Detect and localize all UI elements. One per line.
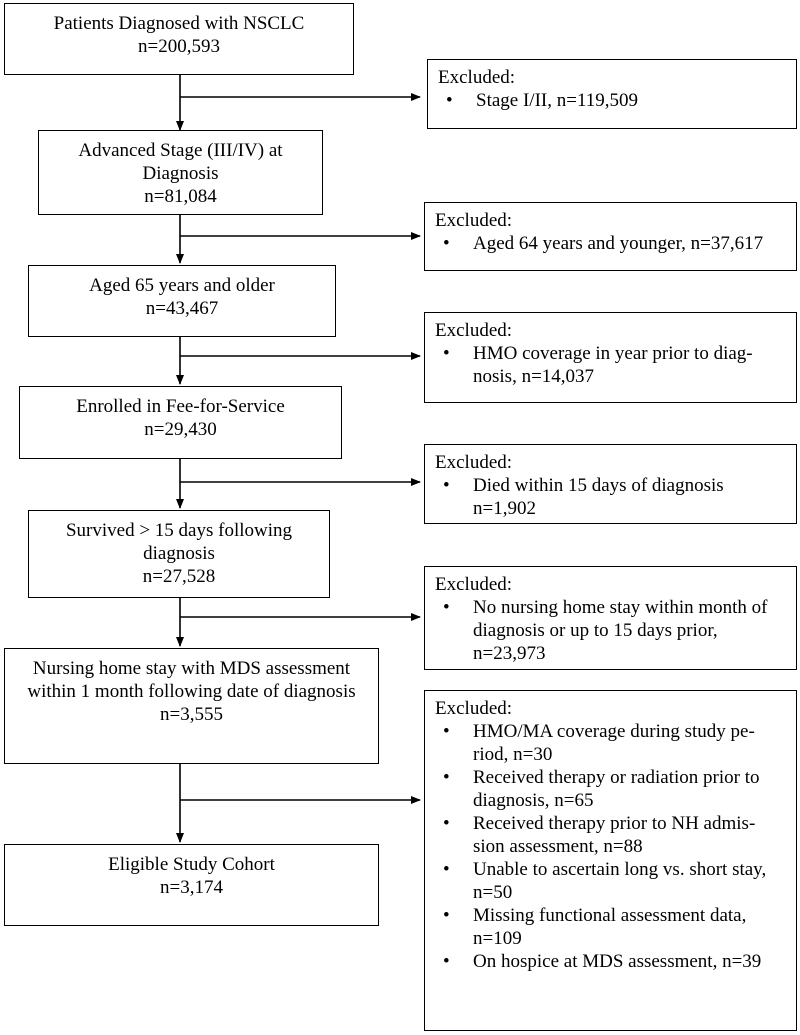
exclusion-item-text: Received therapy prior to NH admis- [473, 813, 756, 834]
main-box-patients-diagnosed: Patients Diagnosed with NSCLC n=200,593 [4, 3, 354, 75]
main-box-count: n=200,593 [138, 36, 220, 57]
exclusion-item-text: Received therapy or radiation prior to [473, 767, 760, 788]
exclusion-box-age: Excluded: Aged 64 years and younger, n=3… [424, 202, 797, 271]
exclusion-item-text: Stage I/II, n=119,509 [476, 90, 638, 111]
exclusion-heading: Excluded: [438, 67, 516, 88]
main-box-text: diagnosis [143, 543, 215, 564]
exclusion-item: Received therapy prior to NH admis- sion… [435, 812, 790, 858]
exclusion-box-stage: Excluded: Stage I/II, n=119,509 [427, 59, 797, 129]
exclusion-item: HMO coverage in year prior to diag- nosi… [435, 342, 790, 388]
exclusion-item-text: nosis, n=14,037 [473, 366, 595, 387]
main-box-count: n=81,084 [144, 186, 217, 207]
exclusion-item-text: n=1,902 [473, 498, 536, 519]
main-box-advanced-stage: Advanced Stage (III/IV) at Diagnosis n=8… [38, 130, 323, 215]
main-box-fee-for-service: Enrolled in Fee-for-Service n=29,430 [19, 386, 342, 459]
main-box-text: Nursing home stay with MDS assessment [32, 658, 351, 679]
exclusion-item-text: riod, n=30 [473, 744, 553, 765]
exclusion-heading: Excluded: [435, 698, 513, 719]
main-box-eligible-cohort: Eligible Study Cohort n=3,174 [4, 844, 379, 926]
exclusion-item: On hospice at MDS assessment, n=39 [435, 950, 790, 973]
main-box-count: n=3,555 [160, 704, 223, 725]
exclusion-item-text: HMO/MA coverage during study pe- [473, 721, 755, 742]
main-box-text: Eligible Study Cohort [108, 854, 275, 875]
main-box-text: Survived > 15 days following [65, 520, 293, 541]
exclusion-item-text: n=109 [473, 928, 522, 949]
exclusion-box-final: Excluded: HMO/MA coverage during study p… [424, 690, 797, 1031]
exclusion-heading: Excluded: [435, 320, 513, 341]
main-box-text: Enrolled in Fee-for-Service [76, 396, 285, 417]
main-box-nursing-home-stay: Nursing home stay with MDS assessment wi… [4, 648, 379, 764]
exclusion-item: Aged 64 years and younger, n=37,617 [435, 232, 790, 255]
exclusion-box-died: Excluded: Died within 15 days of diagnos… [424, 444, 797, 524]
exclusion-item-text: HMO coverage in year prior to diag- [473, 343, 753, 364]
exclusion-item-text: n=50 [473, 882, 513, 903]
exclusion-item-text: Died within 15 days of diagnosis [473, 475, 724, 496]
exclusion-item-text: Missing functional assessment data, [473, 905, 747, 926]
main-box-aged-65-plus: Aged 65 years and older n=43,467 [28, 265, 336, 337]
exclusion-item: HMO/MA coverage during study pe- riod, n… [435, 720, 790, 766]
exclusion-item-text: diagnosis, n=65 [473, 790, 594, 811]
exclusion-item-text: No nursing home stay within month of [473, 597, 768, 618]
main-box-text: Aged 65 years and older [89, 275, 275, 296]
exclusion-item: Unable to ascertain long vs. short stay,… [435, 858, 790, 904]
exclusion-item-text: On hospice at MDS assessment, n=39 [473, 951, 762, 972]
main-box-count: n=43,467 [145, 298, 219, 319]
exclusion-item-text: sion assessment, n=88 [473, 836, 643, 857]
exclusion-item-text: n=23,973 [473, 643, 546, 664]
main-box-text: Patients Diagnosed with NSCLC [53, 13, 305, 34]
exclusion-item: Received therapy or radiation prior to d… [435, 766, 790, 812]
exclusion-item-text: Unable to ascertain long vs. short stay, [473, 859, 767, 880]
exclusion-item: Stage I/II, n=119,509 [438, 89, 790, 112]
exclusion-item-text: diagnosis or up to 15 days prior, [473, 620, 718, 641]
exclusion-item: No nursing home stay within month of dia… [435, 596, 790, 665]
exclusion-box-no-nursing-home: Excluded: No nursing home stay within mo… [424, 566, 797, 670]
exclusion-box-hmo: Excluded: HMO coverage in year prior to … [424, 312, 797, 403]
main-box-count: n=27,528 [142, 566, 216, 587]
main-box-survived-15-days: Survived > 15 days following diagnosis n… [28, 510, 330, 598]
main-box-count: n=29,430 [144, 419, 217, 440]
exclusion-heading: Excluded: [435, 574, 513, 595]
exclusion-item: Missing functional assessment data, n=10… [435, 904, 790, 950]
exclusion-heading: Excluded: [435, 452, 513, 473]
main-box-text: Diagnosis [142, 163, 219, 184]
main-box-count: n=3,174 [160, 877, 223, 898]
main-box-text: within 1 month following date of diagnos… [27, 681, 356, 702]
exclusion-heading: Excluded: [435, 210, 513, 231]
exclusion-item-text: Aged 64 years and younger, n=37,617 [473, 233, 764, 254]
exclusion-item: Died within 15 days of diagnosis n=1,902 [435, 474, 790, 520]
main-box-text: Advanced Stage (III/IV) at [78, 140, 283, 161]
